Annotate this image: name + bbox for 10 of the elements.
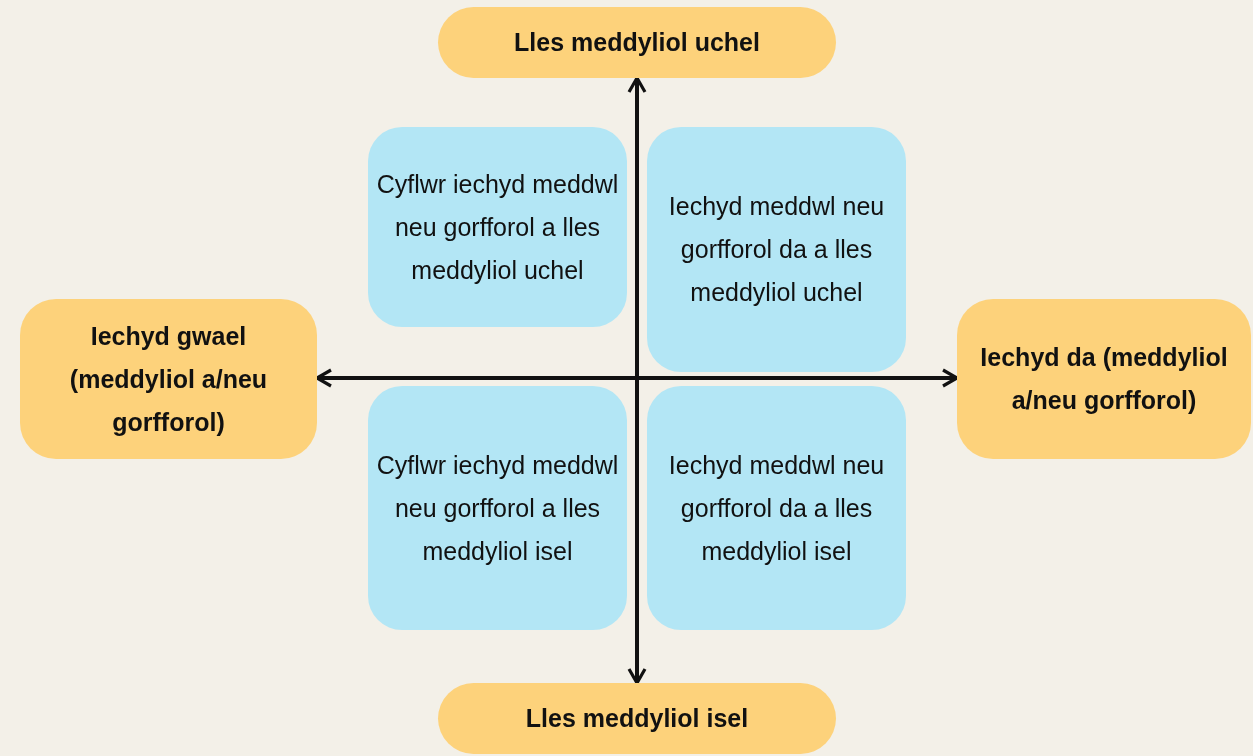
axis-label-box: Iechyd da (meddyliol a/neu gorfforol) xyxy=(957,299,1251,459)
axis-arrow xyxy=(315,368,959,388)
quadrant-box: Cyflwr iechyd meddwl neu gorfforol a lles meddyliol uchel xyxy=(368,127,627,327)
axis-label-box: Lles meddyliol isel xyxy=(438,683,836,754)
quadrant-box: Iechyd meddwl neu gorfforol da a lles meddyliol uchel xyxy=(647,127,906,372)
axis-label-box: Iechyd gwael (meddyliol a/neu gorfforol) xyxy=(20,299,317,459)
axis-label-box: Lles meddyliol uchel xyxy=(438,7,836,78)
quadrant-box: Iechyd meddwl neu gorfforol da a lles meddyliol isel xyxy=(647,386,906,630)
quadrant-box: Cyflwr iechyd meddwl neu gorfforol a lles meddyliol isel xyxy=(368,386,627,630)
axis-arrow xyxy=(627,76,647,685)
